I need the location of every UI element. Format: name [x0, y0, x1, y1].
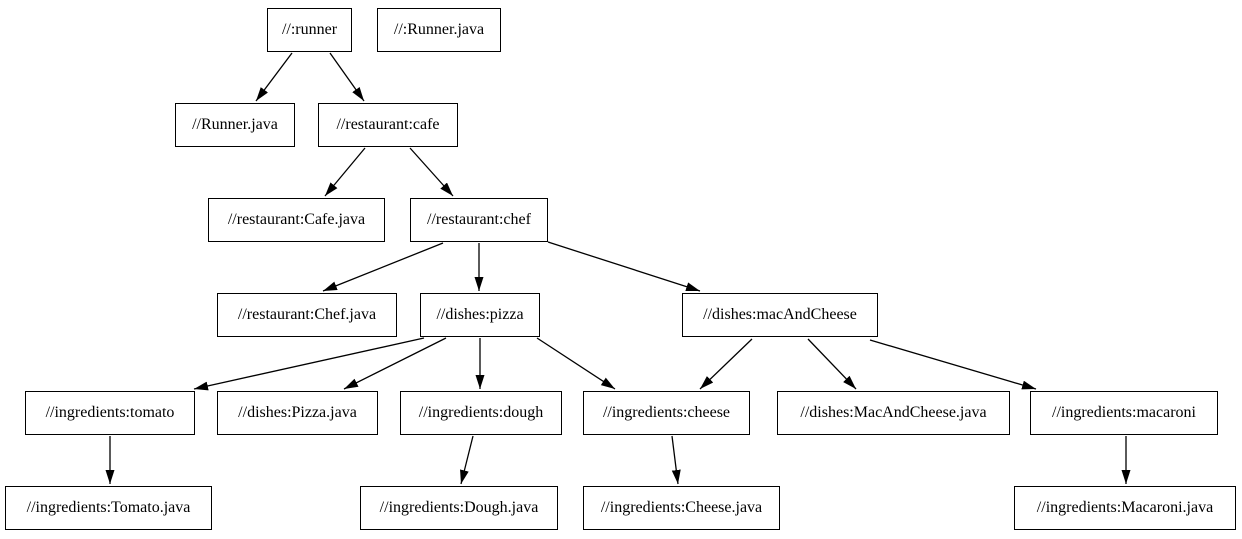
node-label: //dishes:pizza	[436, 306, 524, 323]
graph-node-chef-java: //restaurant:Chef.java	[217, 293, 397, 337]
node-label: //ingredients:cheese	[602, 404, 731, 421]
node-label: //ingredients:Dough.java	[379, 499, 539, 516]
node-label: //:runner	[281, 21, 338, 38]
graph-node-cheese-java: //ingredients:Cheese.java	[583, 486, 780, 530]
node-label: //ingredients:macaroni	[1052, 404, 1196, 421]
node-label: //ingredients:Tomato.java	[26, 499, 191, 516]
node-label: //restaurant:cafe	[336, 116, 440, 133]
edge-runner-to-runner-java	[255, 52, 293, 102]
graph-node-pizza-java: //dishes:Pizza.java	[217, 391, 378, 435]
edge-chef-to-mac-and-cheese	[547, 241, 701, 292]
graph-node-dough: //ingredients:dough	[400, 391, 562, 435]
graph-node-cafe-java: //restaurant:Cafe.java	[208, 198, 385, 242]
graph-node-runner-java: //Runner.java	[175, 103, 295, 147]
graph-node-runner: //:runner	[267, 8, 352, 52]
graph-node-dough-java: //ingredients:Dough.java	[360, 486, 558, 530]
node-label: //restaurant:Cafe.java	[227, 211, 366, 228]
node-label: //dishes:Pizza.java	[238, 404, 357, 421]
graph-node-cheese: //ingredients:cheese	[583, 391, 750, 435]
edge-cheese-to-cheese-java	[671, 435, 681, 485]
edge-cafe-to-chef	[409, 147, 454, 197]
graph-node-tomato-java: //ingredients:Tomato.java	[5, 486, 212, 530]
node-label: //Runner.java	[192, 116, 278, 133]
edge-dough-to-dough-java	[460, 435, 474, 485]
edge-chef-to-chef-java	[322, 242, 444, 292]
node-label: //restaurant:chef	[427, 211, 531, 228]
graph-node-macaroni: //ingredients:macaroni	[1030, 391, 1218, 435]
edge-pizza-to-pizza-java	[343, 337, 447, 390]
graph-node-mac-and-cheese-java: //dishes:MacAndCheese.java	[777, 391, 1010, 435]
node-label: //dishes:macAndCheese	[703, 306, 857, 323]
edge-cafe-to-cafe-java	[324, 147, 366, 197]
node-label: //ingredients:Cheese.java	[600, 499, 763, 516]
graph-node-macaroni-java: //ingredients:Macaroni.java	[1014, 486, 1236, 530]
graph-node-tomato: //ingredients:tomato	[25, 391, 195, 435]
edge-mac-and-cheese-to-cheese	[699, 338, 753, 390]
node-label: //dishes:MacAndCheese.java	[800, 404, 987, 421]
node-label: //:Runner.java	[393, 21, 485, 38]
edge-mac-and-cheese-to-mac-and-cheese-java	[807, 338, 857, 390]
graph-node-cafe: //restaurant:cafe	[318, 103, 458, 147]
node-label: //ingredients:dough	[418, 404, 544, 421]
node-label: //restaurant:Chef.java	[237, 306, 377, 323]
edge-pizza-to-tomato	[193, 337, 425, 391]
graph-node-mac-and-cheese: //dishes:macAndCheese	[682, 293, 878, 337]
edge-pizza-to-cheese	[536, 337, 616, 390]
graph-node-chef: //restaurant:chef	[410, 198, 548, 242]
edge-runner-to-cafe	[329, 52, 365, 102]
graph-node-runner-java-root: //:Runner.java	[377, 8, 501, 52]
graph-node-pizza: //dishes:pizza	[420, 293, 540, 337]
edge-mac-and-cheese-to-macaroni	[869, 339, 1037, 390]
node-label: //ingredients:tomato	[45, 404, 175, 421]
node-label: //ingredients:Macaroni.java	[1036, 499, 1214, 516]
